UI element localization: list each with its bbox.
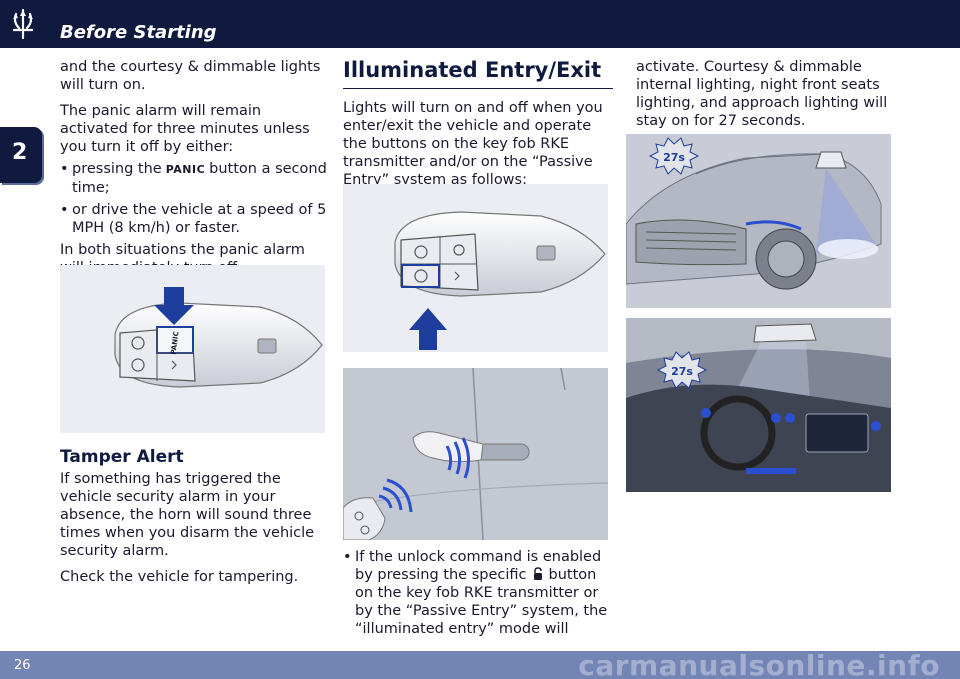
paragraph: and the courtesy & dimmable lights will … bbox=[60, 59, 321, 93]
door-handle-illustration bbox=[343, 368, 608, 540]
signal-wave-icon bbox=[378, 478, 413, 513]
tamper-alert-section: Tamper Alert If something has triggered … bbox=[60, 448, 330, 594]
page-footer: 26 carmanualsonline.info bbox=[0, 649, 960, 679]
page-title: Before Starting bbox=[60, 22, 217, 43]
svg-text:27s: 27s bbox=[671, 365, 693, 378]
list-item: If the unlock command is enabled by pres… bbox=[343, 548, 608, 638]
panic-button-badge: PANIC bbox=[165, 163, 206, 176]
section-heading: Illuminated Entry/Exit bbox=[343, 58, 613, 89]
keyfob-panic-illustration: PANIC bbox=[60, 265, 325, 433]
interior-lighting-illustration: 27s bbox=[626, 318, 891, 492]
chapter-tab: 2 bbox=[0, 127, 42, 183]
list-item: or drive the vehicle at a speed of 5 MPH… bbox=[60, 201, 330, 237]
paragraph: Check the vehicle for tampering. bbox=[60, 569, 299, 585]
down-arrow-icon bbox=[154, 287, 194, 325]
watermark: carmanualsonline.info bbox=[578, 649, 940, 679]
column-3: activate. Courtesy & dimmable internal l… bbox=[636, 58, 898, 138]
page-header: Before Starting bbox=[0, 0, 960, 48]
chapter-number: 2 bbox=[12, 140, 28, 165]
paragraph: If something has triggered the vehicle s… bbox=[60, 471, 315, 559]
paragraph: Lights will turn on and off when you ent… bbox=[343, 100, 603, 188]
page-number: 26 bbox=[14, 658, 31, 673]
svg-text:27s: 27s bbox=[663, 151, 685, 164]
section-heading: Tamper Alert bbox=[60, 447, 184, 467]
timer-badge: 27s bbox=[648, 137, 700, 175]
panic-label: PANIC bbox=[169, 331, 180, 355]
signal-wave-icon bbox=[445, 437, 470, 479]
unlock-bullet: If the unlock command is enabled by pres… bbox=[343, 548, 608, 642]
paragraph: activate. Courtesy & dimmable internal l… bbox=[636, 59, 888, 129]
exterior-lighting-illustration: 27s bbox=[626, 134, 891, 308]
trident-icon bbox=[12, 8, 34, 40]
column-1: and the courtesy & dimmable lights will … bbox=[60, 58, 330, 285]
column-2: Illuminated Entry/Exit Lights will turn … bbox=[343, 58, 613, 197]
unlock-icon bbox=[533, 567, 542, 580]
up-arrow-icon bbox=[409, 308, 447, 350]
timer-badge: 27s bbox=[656, 351, 708, 389]
paragraph: The panic alarm will remain activated fo… bbox=[60, 103, 310, 155]
keyfob-unlock-illustration bbox=[343, 184, 608, 352]
